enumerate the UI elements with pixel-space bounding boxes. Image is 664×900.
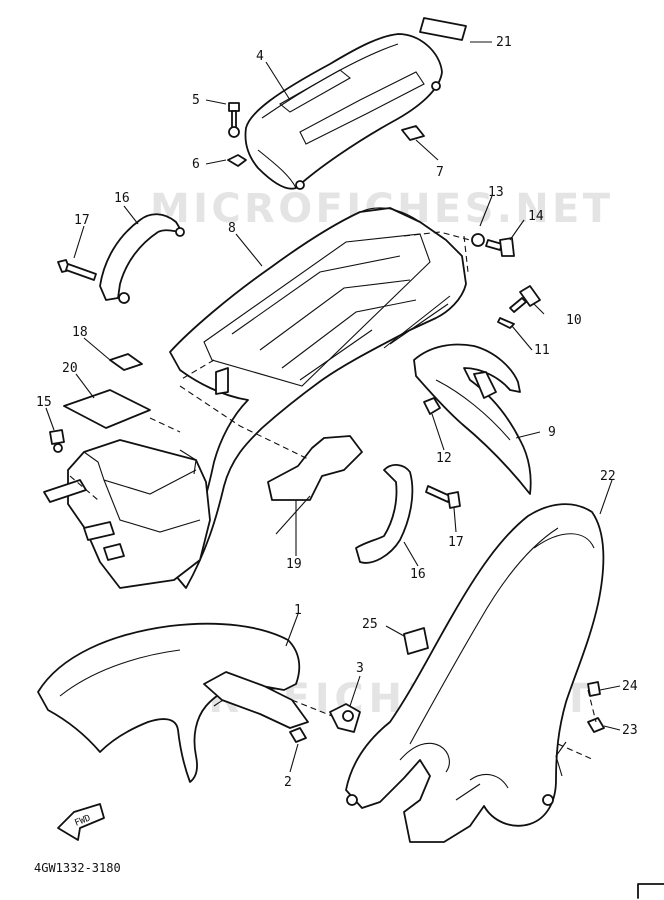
callout-3: 3 (356, 661, 364, 676)
callout-24: 24 (622, 679, 638, 694)
part-21-label (419, 17, 467, 41)
part-10-bolt (509, 285, 541, 313)
callout-1: 1 (294, 603, 302, 618)
callout-2: 2 (284, 775, 292, 790)
part-17-bolt-lower (425, 485, 461, 509)
part-17-bolt-upper (57, 259, 97, 281)
part-9-mud-flap (413, 343, 532, 495)
callout-14: 14 (528, 209, 544, 224)
part-16-grab-handle-upper (99, 213, 185, 304)
part-4-seat-cowl (244, 33, 443, 190)
callout-6: 6 (192, 157, 200, 172)
part-23-nut (587, 717, 605, 733)
callout-19: 19 (286, 557, 302, 572)
part-25-label (403, 627, 429, 655)
part-2-bolt (289, 727, 307, 743)
callout-7: 7 (436, 165, 444, 180)
callout-12: 12 (436, 451, 452, 466)
part-1-front-fender (37, 622, 309, 783)
part-7-damper (401, 125, 425, 141)
part-8-rear-fender (169, 207, 467, 589)
leader-lines (45, 41, 621, 773)
callout-22: 22 (600, 469, 616, 484)
callout-11: 11 (534, 343, 550, 358)
part-22-rear-hugger (345, 503, 605, 843)
part-20-pad (63, 389, 151, 429)
callout-16-upper: 16 (114, 191, 130, 206)
assembly-lines (69, 231, 597, 761)
fwd-arrow-icon: FWD (57, 803, 105, 841)
callout-15: 15 (36, 395, 52, 410)
part-24-screw (587, 681, 601, 697)
callout-4: 4 (256, 49, 264, 64)
part-13-washer (471, 233, 485, 247)
callout-25: 25 (362, 617, 378, 632)
callout-17-lower: 17 (448, 535, 464, 550)
battery-box (43, 439, 211, 589)
part-6-nut (227, 154, 247, 167)
callout-9: 9 (548, 425, 556, 440)
part-11-washer (497, 317, 515, 329)
callout-5: 5 (192, 93, 200, 108)
callout-17-upper: 17 (74, 213, 90, 228)
part-16-grab-handle-lower (355, 464, 414, 564)
part-18-label (109, 353, 143, 371)
callout-13: 13 (488, 185, 504, 200)
part-14-bolt (485, 237, 515, 257)
callout-18: 18 (72, 325, 88, 340)
drawing-code: 4GW1332-3180 (34, 861, 121, 875)
callout-8: 8 (228, 221, 236, 236)
callout-20: 20 (62, 361, 78, 376)
part-19-cover (267, 435, 363, 535)
callout-21: 21 (496, 35, 512, 50)
callouts: 21 4 5 6 7 13 14 16 17 8 10 11 18 20 15 … (36, 35, 638, 790)
part-15-bolt (49, 429, 65, 453)
callout-10: 10 (566, 313, 582, 328)
part-12-nut (423, 397, 441, 415)
callout-23: 23 (622, 723, 638, 738)
callout-16-lower: 16 (410, 567, 426, 582)
corner-mark (637, 883, 664, 899)
part-3-clamp (329, 703, 361, 733)
part-5-screw (228, 102, 240, 138)
